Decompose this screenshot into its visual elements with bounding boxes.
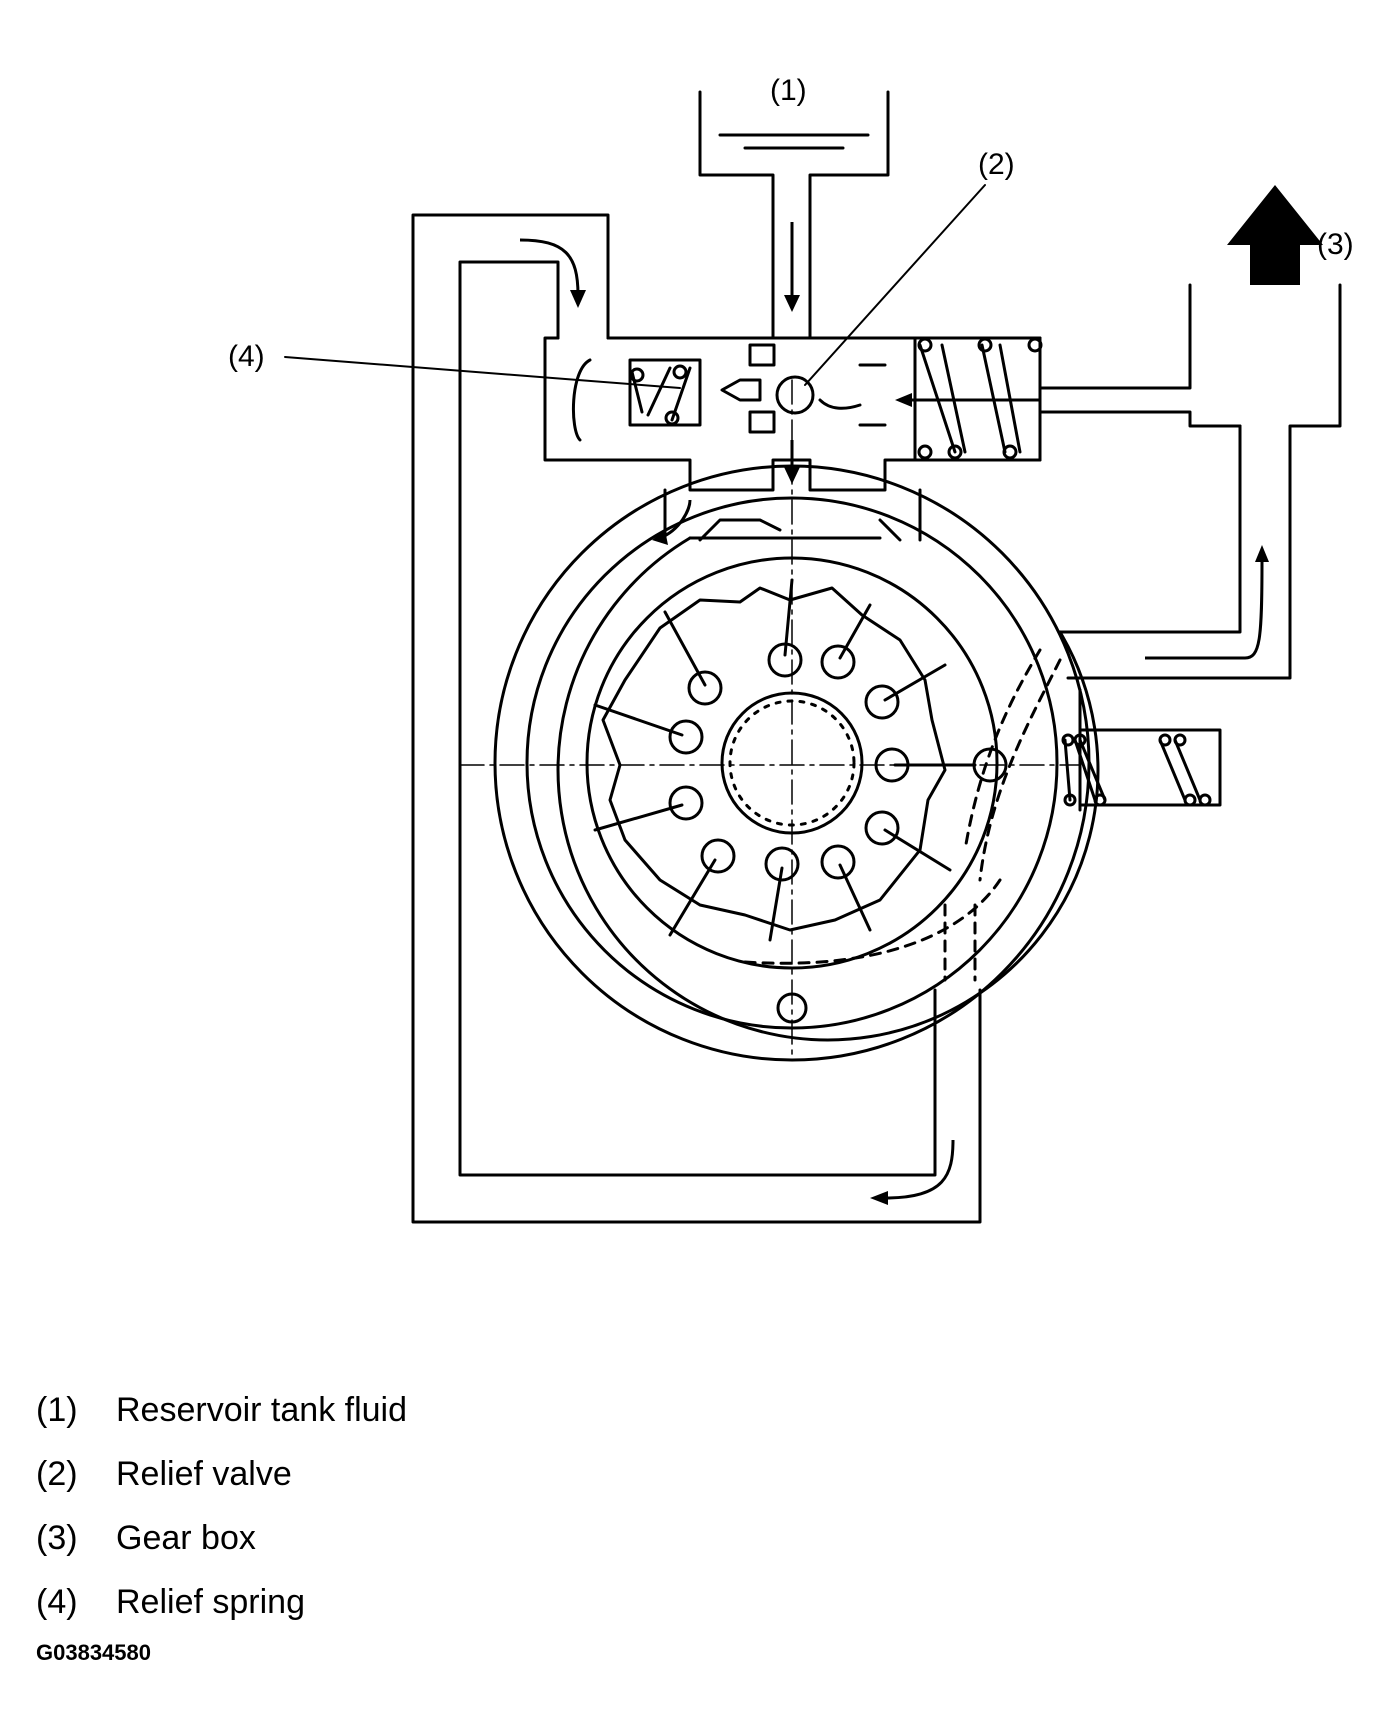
- gear-box-direction-arrow: [1227, 185, 1323, 285]
- callout-3-label: (3): [1317, 228, 1354, 261]
- internal-passage: [743, 648, 1062, 982]
- legend-item: (4) Relief spring: [36, 1570, 407, 1634]
- flow-control-spring: [1061, 733, 1212, 807]
- callout-4-leader: [284, 356, 681, 389]
- legend-text: Gear box: [116, 1518, 256, 1557]
- legend-number: (4): [36, 1582, 78, 1621]
- legend-item: (2) Relief valve: [36, 1442, 407, 1506]
- legend: (1) Reservoir tank fluid (2) Relief valv…: [36, 1378, 407, 1634]
- arrowheads: [570, 185, 1323, 1205]
- legend-number: (1): [36, 1390, 78, 1429]
- pump-body: [493, 464, 1222, 1062]
- center-lines: [459, 379, 1081, 1056]
- callout-4-label: (4): [228, 340, 265, 373]
- legend-number: (3): [36, 1518, 78, 1557]
- legend-item: (3) Gear box: [36, 1506, 407, 1570]
- relief-valve: [720, 343, 887, 434]
- legend-text: Relief spring: [116, 1582, 305, 1621]
- legend-text: Relief valve: [116, 1454, 292, 1493]
- outlet-pipe: [898, 283, 1342, 680]
- callout-2-leader: [804, 184, 986, 386]
- callout-1-label: (1): [770, 74, 807, 107]
- relief-spring: [629, 364, 692, 426]
- flow-arrows: [519, 222, 1264, 1200]
- figure-id: G03834580: [36, 1640, 151, 1665]
- reservoir-tank: [698, 90, 890, 340]
- legend-item: (1) Reservoir tank fluid: [36, 1378, 407, 1442]
- callout-2-label: (2): [978, 148, 1015, 181]
- legend-text: Reservoir tank fluid: [116, 1390, 408, 1429]
- legend-number: (2): [36, 1454, 78, 1493]
